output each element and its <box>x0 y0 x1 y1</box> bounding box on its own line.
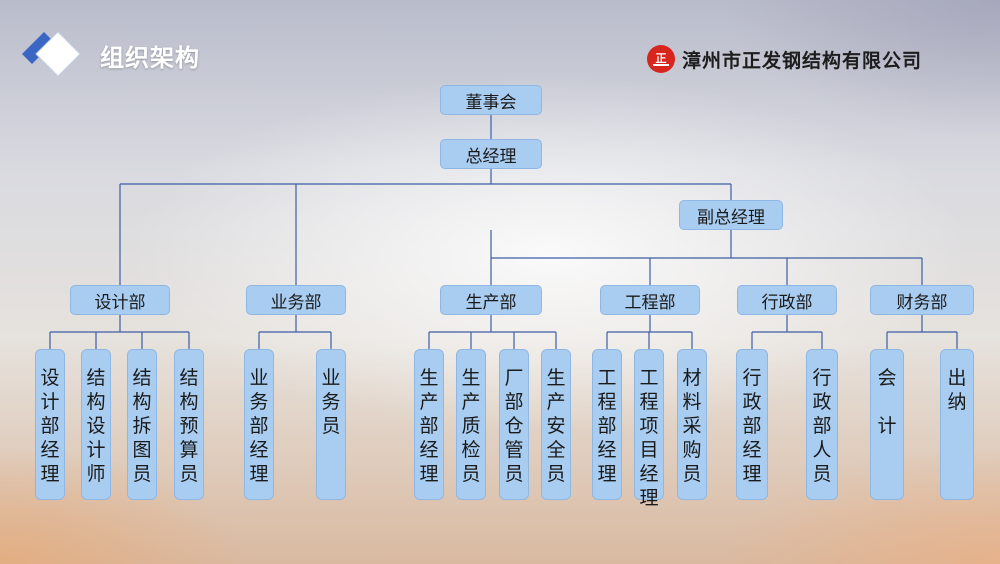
staff-role: 会 计 <box>870 349 904 500</box>
department-4: 工程部 <box>600 285 700 315</box>
staff-role: 结构设计师 <box>81 349 111 500</box>
staff-role: 出纳 <box>940 349 974 500</box>
department-3: 生产部 <box>440 285 542 315</box>
department-1: 设计部 <box>70 285 170 315</box>
staff-role: 结构预算员 <box>174 349 204 500</box>
staff-role: 设计部经理 <box>35 349 65 500</box>
staff-role: 生产部经理 <box>414 349 444 500</box>
staff-role: 工程部经理 <box>592 349 622 500</box>
staff-role: 结构拆图员 <box>127 349 157 500</box>
staff-role: 业务部经理 <box>244 349 274 500</box>
staff-role: 行政部人员 <box>806 349 838 500</box>
diamond-logo-icon <box>22 31 81 77</box>
department-6: 财务部 <box>870 285 974 315</box>
staff-role: 厂部仓管员 <box>499 349 529 500</box>
company-brand: 正 漳州市正发钢结构有限公司 <box>646 44 922 74</box>
company-seal-icon: 正 <box>647 45 675 73</box>
node-board: 董事会 <box>440 85 542 115</box>
node-deputy-general-manager: 副总经理 <box>679 200 783 230</box>
staff-role: 生产质检员 <box>456 349 486 500</box>
department-2: 业务部 <box>246 285 346 315</box>
page-title: 组织架构 <box>100 44 200 72</box>
staff-role: 工程项目经理 <box>634 349 664 509</box>
staff-role: 生产安全员 <box>541 349 571 500</box>
company-name: 漳州市正发钢结构有限公司 <box>682 49 923 72</box>
staff-role: 业务员 <box>316 349 346 500</box>
staff-role: 材料采购员 <box>677 349 707 500</box>
staff-role: 行政部经理 <box>736 349 768 500</box>
node-general-manager: 总经理 <box>440 139 542 169</box>
department-5: 行政部 <box>737 285 837 315</box>
svg-text:正: 正 <box>656 52 667 65</box>
